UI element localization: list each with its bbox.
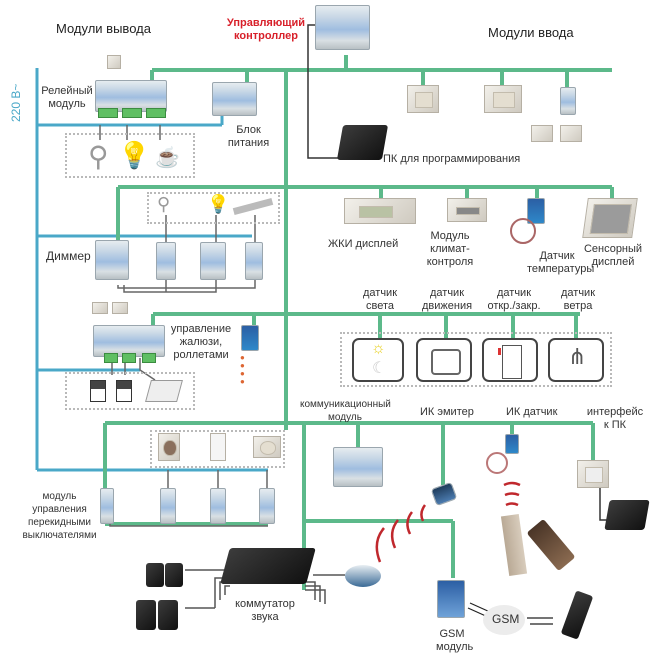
power-outlet-icon [253,436,281,458]
gsm-module-device [437,580,465,618]
appliances-group [150,430,285,468]
temp-sensor-device [527,198,545,224]
blinds-control-device [93,325,165,363]
water-heater-icon [210,433,226,461]
pc-interface-label: интерфейс к ПК [586,406,644,431]
audio-cables [185,569,345,609]
awning-icon [145,380,183,402]
roller-shutter-icon [90,380,106,402]
speaker-icon [158,600,178,630]
outputs-title: Модули вывода [56,21,151,36]
audio-switch-device [220,548,316,584]
sun-icon: ☼ [371,340,386,357]
ir-sensor-label: ИК датчик [506,406,558,418]
blinds-control-label: управление жалюзи, роллетами [170,323,232,361]
blinds-switch-1 [92,302,108,314]
power-supply-device [212,82,257,116]
binary-input-device [241,325,259,351]
speaker-icon [146,563,164,587]
motion-sensor-label: датчик движения [422,287,473,312]
dimmer-channel-3 [245,242,263,280]
switch-module-device [100,488,114,524]
audio-switch-label: коммутатор звука [235,598,295,623]
climate-module-label: Модуль климат-контроля [426,230,474,268]
power-supply-label: Блок питания [227,124,270,149]
wind-sensor-label: датчик ветра [560,287,596,312]
switch-actuator-3 [259,488,275,524]
speaker-icon [165,563,183,587]
light-sensor-box: ☼ ☾ [352,338,404,382]
touch-display-label: Сенсорный дисплей [583,243,643,268]
controller-label: Управляющий контроллер [226,17,306,42]
binary-input-device [560,87,576,115]
lamp-icon: ⚲ [157,194,171,214]
temp-sensor-label: Датчик температуры [527,250,595,275]
input-button-2 [560,125,582,142]
roller-shutter-icon [116,380,132,402]
dimmer-channel-2 [200,242,226,280]
bus-lines [103,55,614,590]
cable-coil-icon [486,452,508,474]
lcd-display-device [344,198,416,224]
pc-programming-label: ПК для программирования [383,153,521,165]
ir-sensor-device [505,434,519,454]
gsm-module-label: GSM модуль [436,628,474,653]
coffee-maker-icon: ☕ [155,147,180,169]
comm-module-label: коммуникационный модуль [300,399,391,423]
gsm-cloud-label: GSM [492,612,520,626]
climate-module-device [447,198,487,222]
touch-display-device [582,198,638,238]
motion-sensor-box [416,338,472,382]
laptop-icon [336,125,389,160]
dimmer-device [95,240,129,280]
switch-actuator-1 [160,488,176,524]
motion-detector-icon [431,349,461,375]
wind-sensor-box: ⋔ [548,338,604,382]
wall-switch-icon [107,55,121,69]
bulb-icon: 💡 [207,194,230,214]
anemometer-icon: ⋔ [568,344,587,369]
washing-machine-icon [158,433,180,461]
pc-interface-device [577,460,609,488]
blinds-group [65,372,195,410]
inputs-title: Модули ввода [488,25,574,40]
relay-module-device [95,80,167,118]
power-line-label: 220 В~ [9,83,23,122]
controller-device [315,5,370,50]
led-indicators-icon: ●●●● [240,353,245,386]
switch-module-label: модуль управления перекидными выключател… [22,491,97,541]
lamp-icon: ⚲ [88,141,109,172]
dimmer-label: Диммер [46,249,91,263]
comm-module-device [333,447,383,487]
switch-actuator-2 [210,488,226,524]
relay-module-label: Релейный модуль [41,85,93,110]
laptop-icon [604,500,650,530]
bulb-icon: 💡 [118,140,151,170]
lcd-display-label: ЖКИ дисплей [328,238,399,250]
light-sensor-label: датчик света [362,287,398,312]
door-sensor-box [482,338,538,382]
relay-loads-group [65,133,195,178]
door-icon [502,345,522,379]
ir-emitter-label: ИК эмитер [420,406,474,418]
input-switch-1 [407,85,439,113]
stereo-icon [345,565,381,587]
dimmer-loads-group [147,192,280,224]
moon-icon: ☾ [372,360,387,377]
blinds-switch-2 [112,302,128,314]
dimmer-channel-1 [156,242,176,280]
cable-coil-icon [510,218,536,244]
input-button-1 [531,125,553,142]
gsm-cloud-icon [483,605,525,635]
speaker-icon [136,600,156,630]
door-sensor-label: датчик откр./закр. [487,287,541,312]
ir-waves [375,481,521,563]
sensors-group [340,332,612,387]
input-switch-2 [484,85,522,113]
